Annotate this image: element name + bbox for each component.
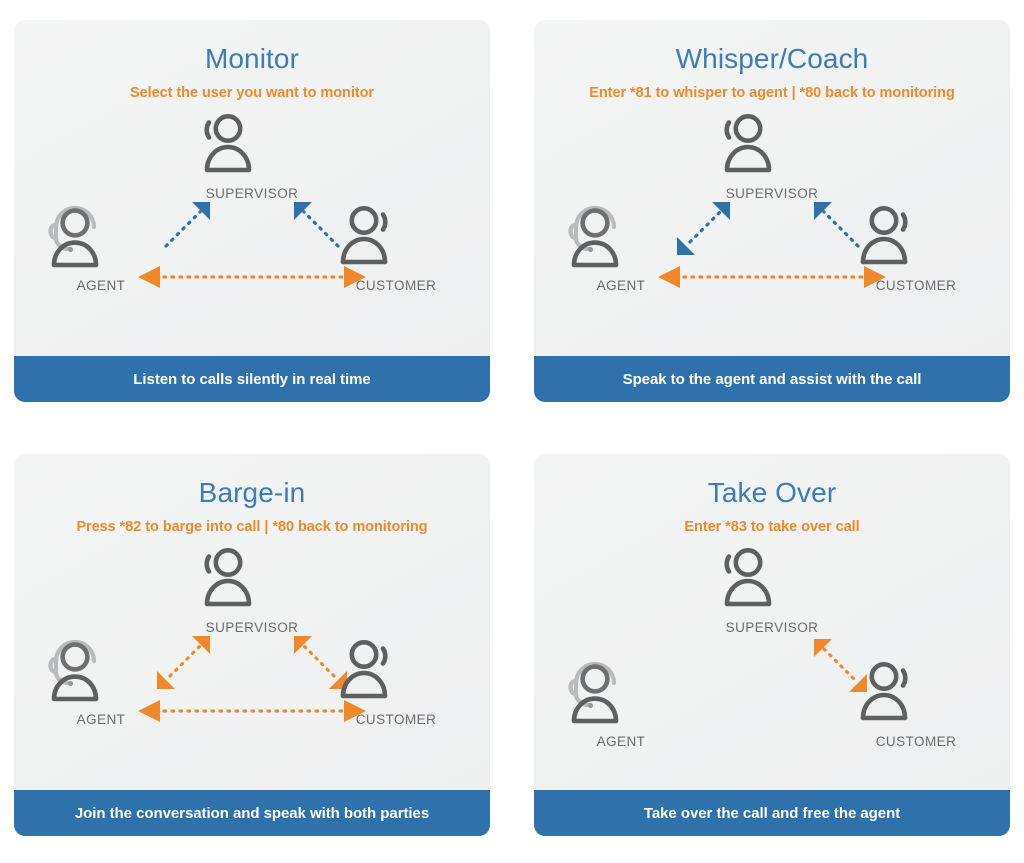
node-supervisor: SUPERVISOR (187, 541, 317, 635)
card-subtitle: Press *82 to barge into call | *80 back … (76, 519, 428, 536)
node-label: AGENT (76, 277, 126, 293)
arrow-agent-customer (138, 265, 366, 288)
card-footer: Join the conversation and speak with bot… (14, 790, 490, 836)
node-label: SUPERVISOR (205, 185, 299, 201)
card-barge-in[interactable]: Barge-in Press *82 to barge into call | … (14, 454, 490, 836)
node-customer: CUSTOMER (331, 633, 461, 727)
arrow-agent-supervisor (677, 201, 730, 255)
node-label: AGENT (76, 711, 126, 727)
connection-arrows (138, 635, 366, 722)
card-body: Barge-in Press *82 to barge into call | … (14, 454, 490, 790)
diagram-whisper-coach: SUPERVISOR AGENT (534, 103, 1010, 353)
diagram-barge-in: SUPERVISOR AGENT (14, 537, 490, 787)
customer-person-icon (331, 199, 461, 273)
node-customer: CUSTOMER (851, 655, 981, 749)
supervisor-person-icon (187, 107, 317, 181)
supervisor-person-icon (707, 107, 837, 181)
card-whisper-coach[interactable]: Whisper/Coach Enter *81 to whisper to ag… (534, 20, 1010, 402)
node-label: SUPERVISOR (725, 185, 819, 201)
card-subtitle: Enter *81 to whisper to agent | *80 back… (589, 85, 955, 102)
node-supervisor: SUPERVISOR (707, 107, 837, 201)
node-label: CUSTOMER (355, 711, 437, 727)
arrow-customer-to-supervisor (294, 201, 340, 248)
arrow-customer-supervisor (294, 635, 347, 689)
card-footer: Listen to calls silently in real time (14, 356, 490, 402)
diagram-monitor: SUPERVISOR AGENT (14, 103, 490, 353)
node-label: CUSTOMER (875, 277, 957, 293)
card-subtitle: Select the user you want to monitor (130, 85, 374, 102)
card-title: Take Over (707, 477, 837, 508)
node-label: AGENT (596, 277, 646, 293)
card-subtitle: Enter *83 to take over call (684, 519, 860, 536)
connection-arrows (814, 638, 867, 692)
card-body: Take Over Enter *83 to take over call (534, 454, 1010, 790)
supervisor-person-icon (187, 541, 317, 615)
node-label: CUSTOMER (875, 733, 957, 749)
supervisor-person-icon (707, 541, 837, 615)
diagram-take-over: SUPERVISOR AGENT (534, 537, 1010, 787)
node-label: SUPERVISOR (725, 619, 819, 635)
node-agent: AGENT (556, 655, 686, 749)
arrow-customer-to-supervisor (814, 201, 860, 248)
arrow-agent-customer (138, 699, 366, 722)
arrow-agent-to-supervisor (164, 201, 210, 248)
arrow-agent-customer (658, 265, 886, 288)
node-customer: CUSTOMER (851, 199, 981, 293)
node-agent: AGENT (556, 199, 686, 293)
card-title: Whisper/Coach (675, 43, 869, 74)
agent-headset-person-icon (556, 199, 686, 273)
node-label: AGENT (596, 733, 646, 749)
card-take-over[interactable]: Take Over Enter *83 to take over call (534, 454, 1010, 836)
arrow-supervisor-customer (814, 638, 867, 692)
node-agent: AGENT (36, 633, 166, 727)
customer-person-icon (331, 633, 461, 707)
customer-person-icon (851, 199, 981, 273)
customer-person-icon (851, 655, 981, 729)
node-label: SUPERVISOR (205, 619, 299, 635)
node-supervisor: SUPERVISOR (187, 107, 317, 201)
arrow-agent-supervisor (157, 635, 210, 689)
card-body: Monitor Select the user you want to moni… (14, 20, 490, 356)
agent-headset-person-icon (556, 655, 686, 729)
node-agent: AGENT (36, 199, 166, 293)
node-supervisor: SUPERVISOR (707, 541, 837, 635)
card-monitor[interactable]: Monitor Select the user you want to moni… (14, 20, 490, 402)
card-footer: Speak to the agent and assist with the c… (534, 356, 1010, 402)
card-title: Monitor (204, 43, 300, 74)
card-body: Whisper/Coach Enter *81 to whisper to ag… (534, 20, 1010, 356)
agent-headset-person-icon (36, 199, 166, 273)
card-footer: Take over the call and free the agent (534, 790, 1010, 836)
node-label: CUSTOMER (355, 277, 437, 293)
agent-headset-person-icon (36, 633, 166, 707)
node-customer: CUSTOMER (331, 199, 461, 293)
card-title: Barge-in (198, 477, 306, 508)
connection-arrows (658, 201, 886, 288)
connection-arrows (138, 201, 366, 288)
